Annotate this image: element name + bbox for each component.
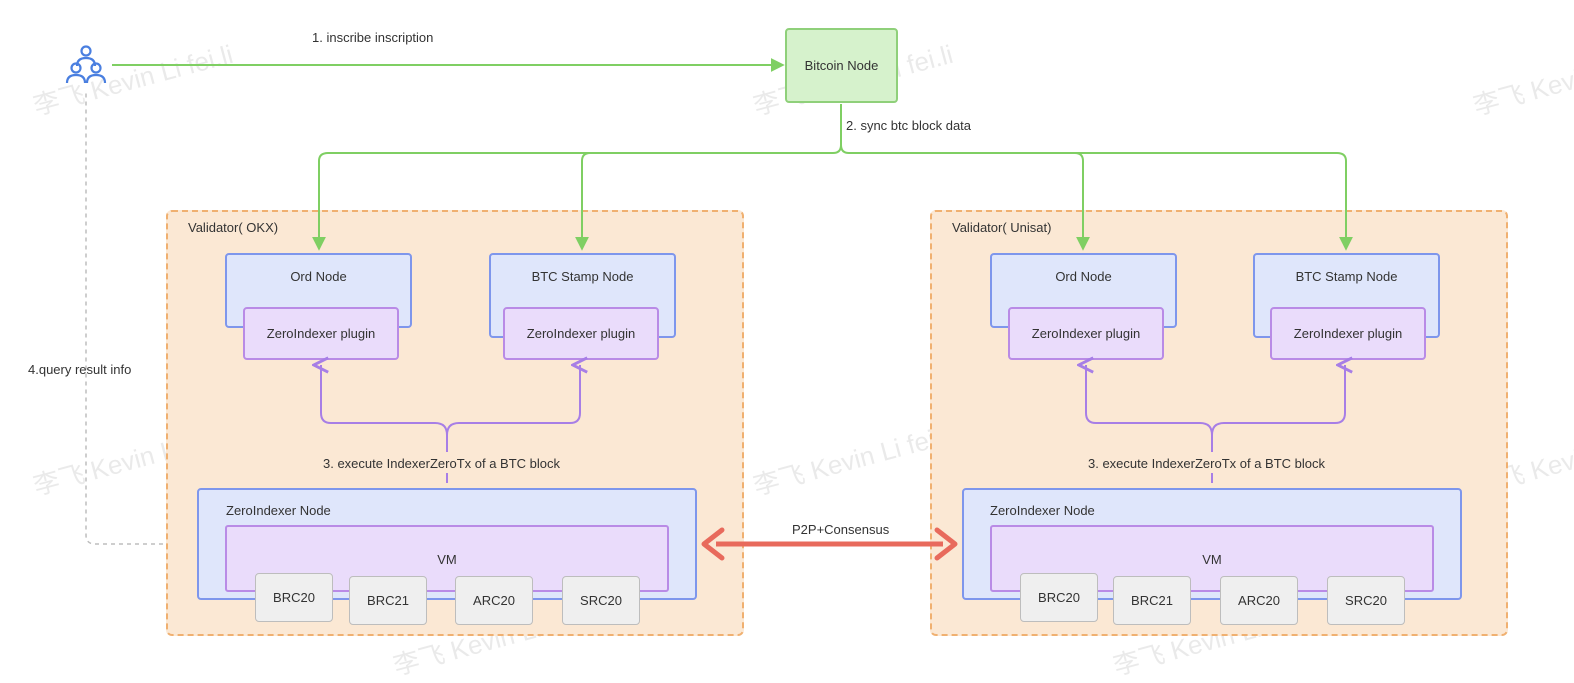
chip-arc20-unisat: ARC20 bbox=[1220, 576, 1298, 625]
consensus-label: P2P+Consensus bbox=[792, 522, 890, 537]
execute-okx-ord bbox=[321, 365, 448, 452]
zeroindexer-node-unisat-label: ZeroIndexer Node bbox=[990, 503, 1095, 518]
btc-stamp-node-unisat-label: BTC Stamp Node bbox=[1295, 269, 1398, 284]
chip-src20-okx: SRC20 bbox=[562, 576, 640, 625]
vm-okx-label: VM bbox=[437, 552, 457, 567]
zeroindexer-plugin-okx-stamp: ZeroIndexer plugin bbox=[503, 307, 659, 360]
ord-node-unisat-label: Ord Node bbox=[1055, 269, 1112, 284]
vm-unisat-label: VM bbox=[1202, 552, 1222, 567]
execute-okx-stamp bbox=[446, 365, 580, 436]
step-3-label-unisat: 3. execute IndexerZeroTx of a BTC block bbox=[1088, 456, 1325, 471]
chip-arc20-okx: ARC20 bbox=[455, 576, 533, 625]
sync-unisat-ord bbox=[1074, 152, 1090, 251]
execute-unisat-stamp bbox=[1211, 365, 1345, 436]
chip-brc20-unisat: BRC20 bbox=[1020, 573, 1098, 622]
ord-node-okx-label: Ord Node bbox=[290, 269, 347, 284]
step-3-label-okx: 3. execute IndexerZeroTx of a BTC block bbox=[323, 456, 560, 471]
validator-unisat-title: Validator( Unisat) bbox=[952, 220, 1052, 235]
zeroindexer-plugin-unisat-stamp: ZeroIndexer plugin bbox=[1270, 307, 1426, 360]
btc-stamp-node-okx-label: BTC Stamp Node bbox=[531, 269, 634, 284]
zeroindexer-plugin-unisat-ord: ZeroIndexer plugin bbox=[1008, 307, 1164, 360]
step-2-label: 2. sync btc block data bbox=[846, 118, 972, 133]
validator-okx-title: Validator( OKX) bbox=[188, 220, 279, 235]
step-1-label: 1. inscribe inscription bbox=[312, 30, 434, 45]
users-icon bbox=[65, 45, 107, 84]
sync-okx-ord bbox=[312, 104, 842, 251]
chip-brc20-okx: BRC20 bbox=[255, 573, 333, 622]
bitcoin-node: Bitcoin Node bbox=[785, 28, 898, 103]
execute-unisat-ord bbox=[1086, 365, 1213, 452]
chip-brc21-okx: BRC21 bbox=[349, 576, 427, 625]
sync-unisat-stamp bbox=[840, 144, 1353, 251]
chip-brc21-unisat: BRC21 bbox=[1113, 576, 1191, 625]
sync-okx-stamp bbox=[575, 152, 591, 251]
query-dashed-line bbox=[85, 90, 163, 545]
step-4-label: 4.query result info bbox=[28, 362, 132, 377]
zeroindexer-node-okx-label: ZeroIndexer Node bbox=[226, 503, 331, 518]
chip-src20-unisat: SRC20 bbox=[1327, 576, 1405, 625]
